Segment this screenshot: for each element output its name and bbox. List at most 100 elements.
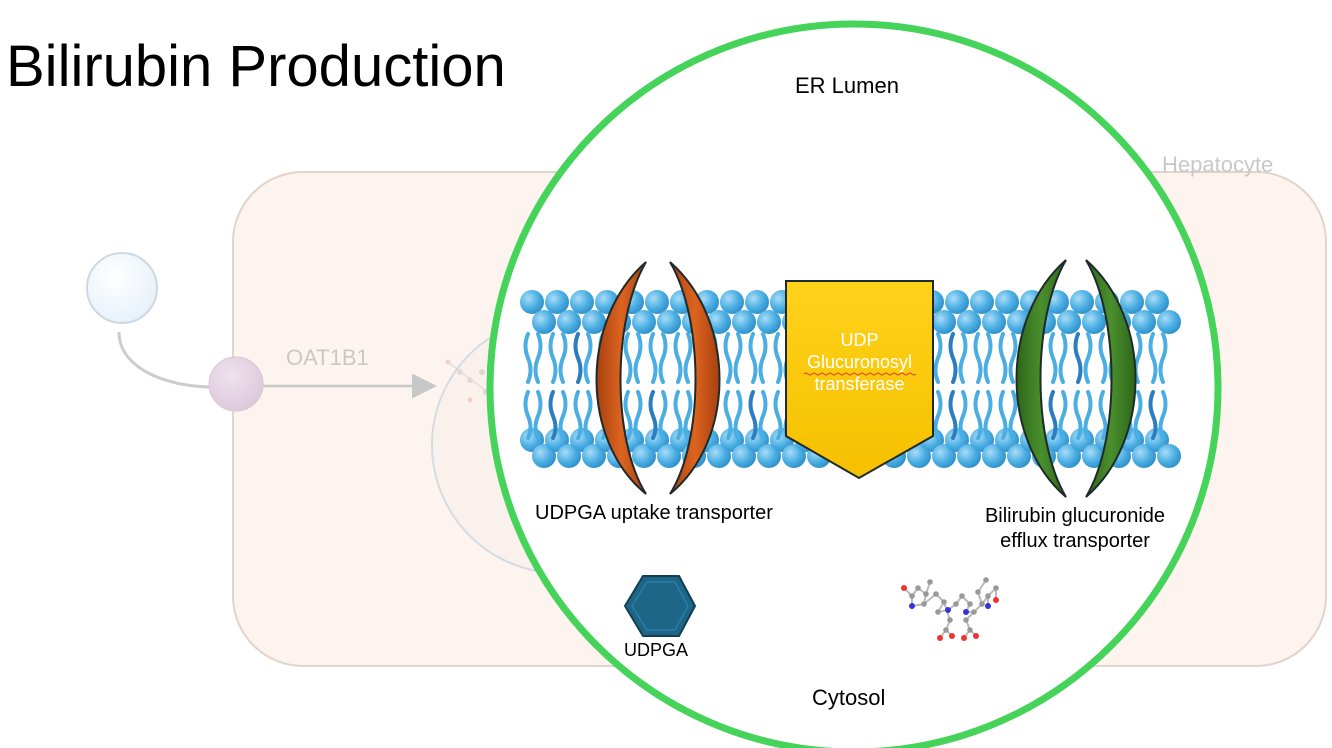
lipid-head [545, 290, 569, 314]
lipid-tail [1048, 332, 1058, 384]
molecule-atom [947, 617, 953, 623]
lipid-tail [948, 390, 958, 440]
lipid-tail [983, 332, 993, 384]
lipid-head [1145, 290, 1169, 314]
lipid-head [1157, 310, 1181, 334]
er-lumen-label: ER Lumen [795, 73, 899, 98]
lipid-tail [1158, 332, 1168, 384]
lipid-tail [583, 332, 593, 384]
efflux-label-line2: efflux transporter [1000, 530, 1150, 552]
lipid-head [1057, 310, 1081, 334]
molecule-atom [949, 633, 955, 639]
lipid-head [995, 290, 1019, 314]
lipid-head [757, 444, 781, 468]
lipid-tail [948, 332, 958, 384]
lipid-head [1132, 444, 1156, 468]
lipid-tail [733, 390, 743, 440]
lipid-head [1070, 290, 1094, 314]
lipid-head [557, 444, 581, 468]
molecule-atom [963, 609, 969, 615]
enzyme-label-line2: Glucuronosyl [806, 352, 913, 372]
lipid-tail [1133, 390, 1143, 440]
lipid-tail [723, 332, 733, 384]
lipid-tail [523, 332, 533, 384]
lipid-tail [523, 390, 533, 440]
molecule-atom [937, 635, 943, 641]
lipid-tail [958, 332, 968, 384]
udpga-label: UDPGA [624, 640, 689, 660]
lipid-tail [1083, 332, 1093, 384]
lipid-tail [723, 390, 733, 440]
hepatocyte-label: Hepatocyte [1162, 152, 1274, 177]
lipid-head [907, 444, 931, 468]
lipid-tail [1048, 390, 1058, 440]
lipid-tail [573, 390, 583, 440]
lipid-head [945, 290, 969, 314]
molecule-atom [963, 617, 969, 623]
lipid-tail [973, 390, 983, 440]
lipid-head [1007, 444, 1031, 468]
lipid-tail [1058, 390, 1068, 440]
connector-curve [117, 331, 213, 389]
molecule-atom [933, 591, 939, 597]
lipid-head [707, 310, 731, 334]
lipid-head [1120, 290, 1144, 314]
efflux-label-line1: Bilirubin glucuronide [984, 505, 1166, 527]
lipid-tail [1083, 390, 1093, 440]
molecule-atom [993, 585, 999, 591]
lipid-head [720, 290, 744, 314]
molecule-atom [971, 609, 977, 615]
lipid-tail [623, 332, 633, 384]
lipid-head [1057, 444, 1081, 468]
molecule-atom [993, 597, 999, 603]
molecule-atom [909, 603, 915, 609]
lipid-tail [933, 332, 943, 384]
molecule-atom [943, 627, 949, 633]
lipid-tail [973, 332, 983, 384]
lipid-head [632, 444, 656, 468]
spellcheck-underline [803, 372, 917, 376]
lipid-tail [758, 390, 768, 440]
enzyme-label: UDP Glucuronosyl transferase [786, 329, 933, 395]
cytosol-label: Cytosol [812, 685, 886, 710]
er-inset-ring [486, 20, 1222, 748]
molecule-atom [915, 585, 921, 591]
lipid-tail [623, 390, 633, 440]
lipid-head [1082, 310, 1106, 334]
molecule-atom [985, 603, 991, 609]
lipid-tail [533, 332, 543, 384]
lipid-head [982, 310, 1006, 334]
udp-glucuronosyltransferase-enzyme [785, 280, 934, 480]
lipid-tail [1008, 390, 1018, 440]
lipid-head [932, 444, 956, 468]
lipid-tail [933, 390, 943, 440]
lipid-tail [633, 390, 643, 440]
enzyme-label-line3: transferase [814, 374, 905, 394]
lipid-tail [733, 332, 743, 384]
lipid-tail [1058, 332, 1068, 384]
lipid-head [557, 310, 581, 334]
lipid-tail [658, 332, 668, 384]
lipid-head [957, 444, 981, 468]
lipid-tail [998, 332, 1008, 384]
lipid-tail [673, 390, 683, 440]
lipid-tail [633, 332, 643, 384]
lipid-tail [573, 332, 583, 384]
lipid-tail [773, 390, 783, 440]
molecule-atom [973, 633, 979, 639]
enzyme-label-line1: UDP [840, 330, 879, 350]
lipid-tail [658, 390, 668, 440]
udpga-hexagon-icon [623, 575, 697, 637]
molecule-atom [923, 591, 929, 597]
lipid-head [732, 310, 756, 334]
lipid-tail [1158, 390, 1168, 440]
bilirubin-glucuronide-efflux-transporter [1015, 259, 1137, 498]
molecule-atom [909, 593, 915, 599]
lipid-tail [1098, 332, 1108, 384]
lipid-tail [1073, 332, 1083, 384]
molecule-atom [941, 599, 947, 605]
molecule-atom [921, 601, 927, 607]
lipid-tail [1098, 390, 1108, 440]
molecule-atom [935, 609, 941, 615]
